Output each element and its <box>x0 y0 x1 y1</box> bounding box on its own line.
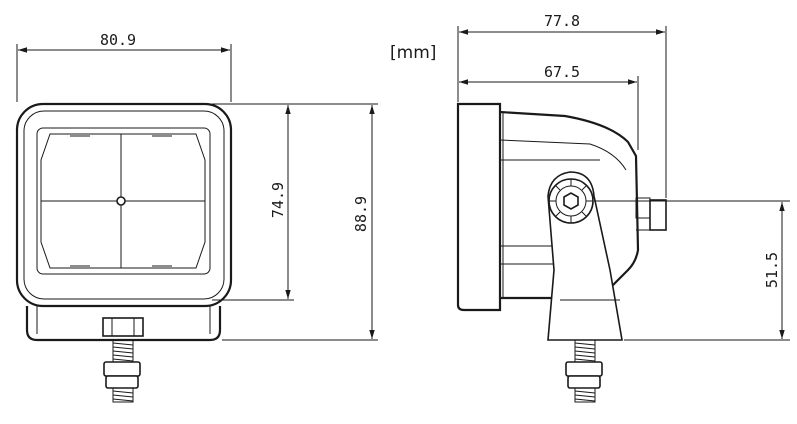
dim-side-body-depth: 67.5 <box>544 63 580 81</box>
dim-front-total-height: 88.9 <box>352 196 370 232</box>
lens-center-dot <box>116 196 126 206</box>
unit-label: [mm] <box>390 43 436 63</box>
side-pivot-gear <box>548 178 594 224</box>
dim-front-inner-height: 74.9 <box>269 182 287 218</box>
front-housing-outline <box>15 102 233 308</box>
side-connector <box>649 199 667 231</box>
front-lens-frame <box>36 127 211 275</box>
side-housing <box>499 110 640 300</box>
side-view: 77.8 67.5 51.5 <box>456 12 790 403</box>
front-lens <box>40 133 206 269</box>
dim-side-total-depth: 77.8 <box>544 12 580 30</box>
dim-side-mount-height: 51.5 <box>763 252 781 288</box>
front-view: 80.9 74.9 88.9 <box>15 31 378 403</box>
side-bezel <box>456 102 502 312</box>
front-housing-inner-edge <box>23 110 225 300</box>
dim-front-width: 80.9 <box>100 31 136 49</box>
front-bolt-head <box>102 317 144 337</box>
side-threaded-stud <box>565 339 603 403</box>
front-threaded-stud <box>103 339 141 403</box>
reflector-marks <box>70 135 172 267</box>
